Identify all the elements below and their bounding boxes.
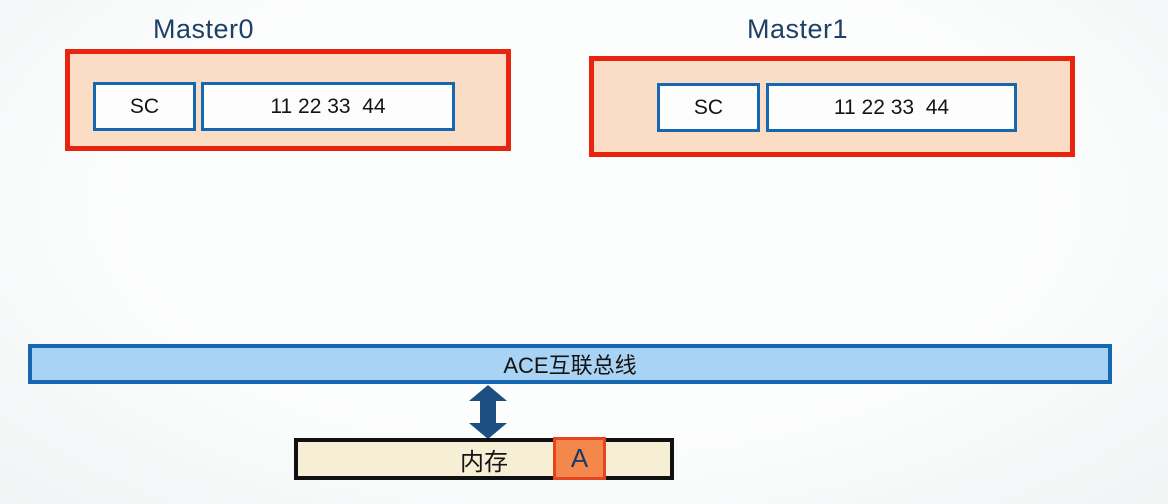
master1-title: Master1 bbox=[747, 14, 849, 44]
double-arrow-icon bbox=[469, 385, 507, 439]
ace-interconnect-bus: ACE互联总线 bbox=[28, 344, 1112, 384]
master0-title: Master0 bbox=[153, 14, 255, 44]
master1-data-cell: 11 22 33 44 bbox=[766, 83, 1017, 132]
master1-cache-box: SC 11 22 33 44 bbox=[589, 56, 1075, 157]
master0-cache-box: SC 11 22 33 44 bbox=[65, 49, 511, 151]
memory-block-a: A bbox=[553, 437, 606, 480]
master0-data-cell: 11 22 33 44 bbox=[201, 82, 455, 131]
master0-state-cell: SC bbox=[93, 82, 196, 131]
ace-bus-label: ACE互联总线 bbox=[503, 353, 637, 378]
master1-state-cell: SC bbox=[657, 83, 760, 132]
memory-label: 内存 bbox=[460, 448, 508, 476]
memory-box: 内存 A bbox=[294, 437, 674, 480]
